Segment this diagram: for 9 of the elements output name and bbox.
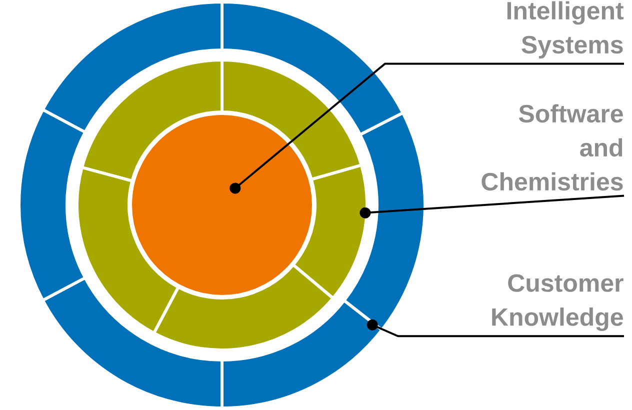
- label-text: Software and Chemistries: [482, 104, 623, 191]
- outer-ring: [18, 0, 426, 410]
- label-text: Intelligent Systems: [507, 1, 624, 58]
- leader-line: [366, 319, 624, 338]
- leader-line: [360, 194, 624, 218]
- label-text: Customer Knowledge: [492, 274, 624, 331]
- inner-ring: [76, 58, 368, 352]
- leader-line: [230, 62, 624, 194]
- center-circle: [130, 113, 314, 297]
